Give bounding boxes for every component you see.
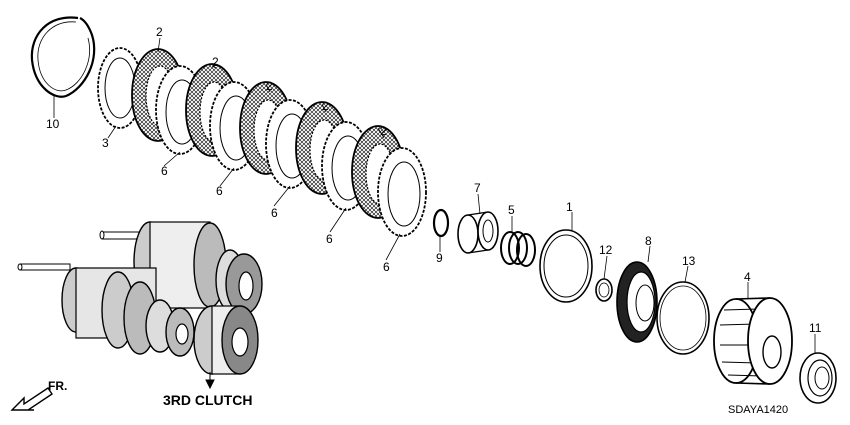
callout-6: 6 [161,164,168,178]
large-o-ring-part [656,281,710,355]
callout-labels: 1 2 2 2 2 2 3 4 5 6 6 6 6 6 7 8 9 10 11 … [46,25,822,335]
callout-6: 6 [216,184,223,198]
needle-bearing-part [799,352,837,404]
clutch-piston-part [616,261,658,343]
diagram-code: SDAYA1420 [728,404,788,416]
callout-2: 2 [380,124,387,138]
return-spring-part [500,231,536,267]
callout-8: 8 [645,234,652,248]
callout-13: 13 [682,254,696,268]
snap-ring-part [30,16,96,98]
small-snap-ring-part [432,208,450,238]
callout-5: 5 [508,203,515,217]
callout-10: 10 [46,117,60,131]
callout-9: 9 [436,251,443,265]
clutch-plate-part [377,147,427,237]
callout-6: 6 [326,232,333,246]
assembly-title: 3RD CLUTCH [163,392,252,408]
front-direction-arrow-icon: FR. [10,379,67,411]
callout-6: 6 [383,260,390,274]
callout-2: 2 [212,55,219,69]
callout-1: 1 [566,200,573,214]
leader-lines [53,37,816,353]
callout-3: 3 [102,136,109,150]
callout-12: 12 [599,243,613,257]
small-o-ring-part [595,278,613,302]
clutch-drum-part [713,297,793,385]
callout-7: 7 [474,181,481,195]
callout-2: 2 [156,25,163,39]
thrust-bearing-part [457,211,499,254]
seal-plate-part [539,229,593,303]
clutch-disc-stack [131,48,427,237]
direction-label: FR. [48,379,67,393]
callout-2: 2 [322,99,329,113]
callout-2: 2 [266,79,273,93]
callout-4: 4 [744,270,751,284]
transmission-assembly-illustration [17,221,263,390]
callout-11: 11 [809,321,822,335]
callout-6: 6 [271,206,278,220]
